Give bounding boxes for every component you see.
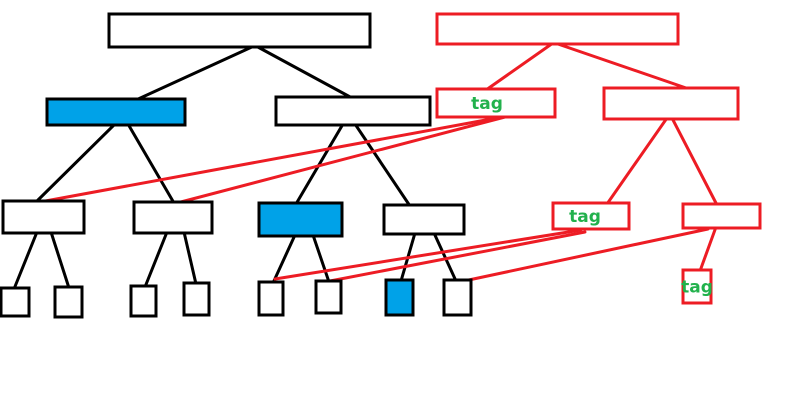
red-edge-r-l1-b-to-r-l2-b (670, 116, 719, 207)
red-edge-r-root-to-r-l1-b (553, 41, 691, 91)
black-node-b-l1-b (274, 95, 432, 127)
mapping-link-r-l2-a-to-b-l3-f (328, 230, 587, 283)
black-node-b-l2-d (382, 203, 466, 236)
black-edge-b-l2-c-to-b-l3-e (271, 233, 297, 285)
tree-nodes: tag tag tag (0, 12, 762, 319)
red-node-r-root (435, 12, 680, 46)
black-edge-b-l2-a-to-b-l3-b (49, 230, 71, 290)
black-edge-b-l1-b-to-b-l2-d (353, 122, 412, 208)
black-node-b-l3-h (442, 278, 473, 317)
tag-label-r-l1-a: tag (471, 94, 503, 114)
red-edge-r-root-to-r-l1-a (484, 41, 555, 92)
black-node-b-l2-b (132, 200, 214, 235)
red-node-r-l1-b (602, 86, 740, 121)
black-node-b-l3-e (257, 280, 285, 317)
black-node-b-l3-a (0, 286, 31, 318)
black-edge-b-l2-b-to-b-l3-d (182, 230, 198, 286)
black-edge-b-root-to-b-l1-a (134, 44, 256, 102)
red-node-r-l1-a (435, 87, 557, 119)
mapping-link-r-l1-a-to-b-l2-b (175, 115, 507, 205)
black-edge-b-l1-a-to-b-l2-a (34, 122, 117, 204)
mapping-link-r-l2-a-to-b-l3-e (273, 228, 583, 281)
red-node-r-l2-b (681, 202, 762, 230)
mapping-links (38, 115, 710, 283)
black-node-b-l3-c (129, 284, 158, 318)
tag-label-r-l2-a: tag (569, 207, 601, 227)
black-edge-b-l2-a-to-b-l3-a (12, 230, 39, 291)
black-edge-b-l2-b-to-b-l3-c (143, 230, 169, 289)
mapping-link-r-l2-b-to-b-l3-h (462, 227, 710, 283)
black-node-b-l3-g-highlighted (384, 278, 415, 317)
red-node-r-l2-a (551, 201, 631, 231)
black-edge-b-l1-a-to-b-l2-b (126, 122, 176, 205)
black-edge-b-l1-b-to-b-l2-c (294, 122, 345, 206)
black-edge-b-l2-c-to-b-l3-f (311, 233, 331, 284)
black-node-b-l3-d (182, 281, 211, 317)
black-node-b-l3-f (314, 279, 343, 315)
tag-label-r-l3-a: tag (681, 278, 713, 298)
black-node-b-l2-c-highlighted (257, 201, 344, 238)
red-node-r-l3-a (681, 268, 713, 305)
black-node-b-root (107, 12, 372, 49)
black-edge-b-l2-d-to-b-l3-h (432, 231, 458, 283)
black-node-b-l3-b (53, 285, 84, 319)
black-node-b-l2-a (1, 199, 86, 235)
black-node-b-l1-a-highlighted (45, 97, 187, 127)
red-edge-r-l2-b-to-r-l3-a (698, 225, 718, 273)
mapping-link-r-l1-a-to-b-l2-a (38, 115, 504, 204)
black-edge-b-root-to-b-l1-b (254, 44, 354, 100)
red-tree-edges (484, 41, 719, 273)
red-edge-r-l1-b-to-r-l2-a (605, 116, 669, 206)
